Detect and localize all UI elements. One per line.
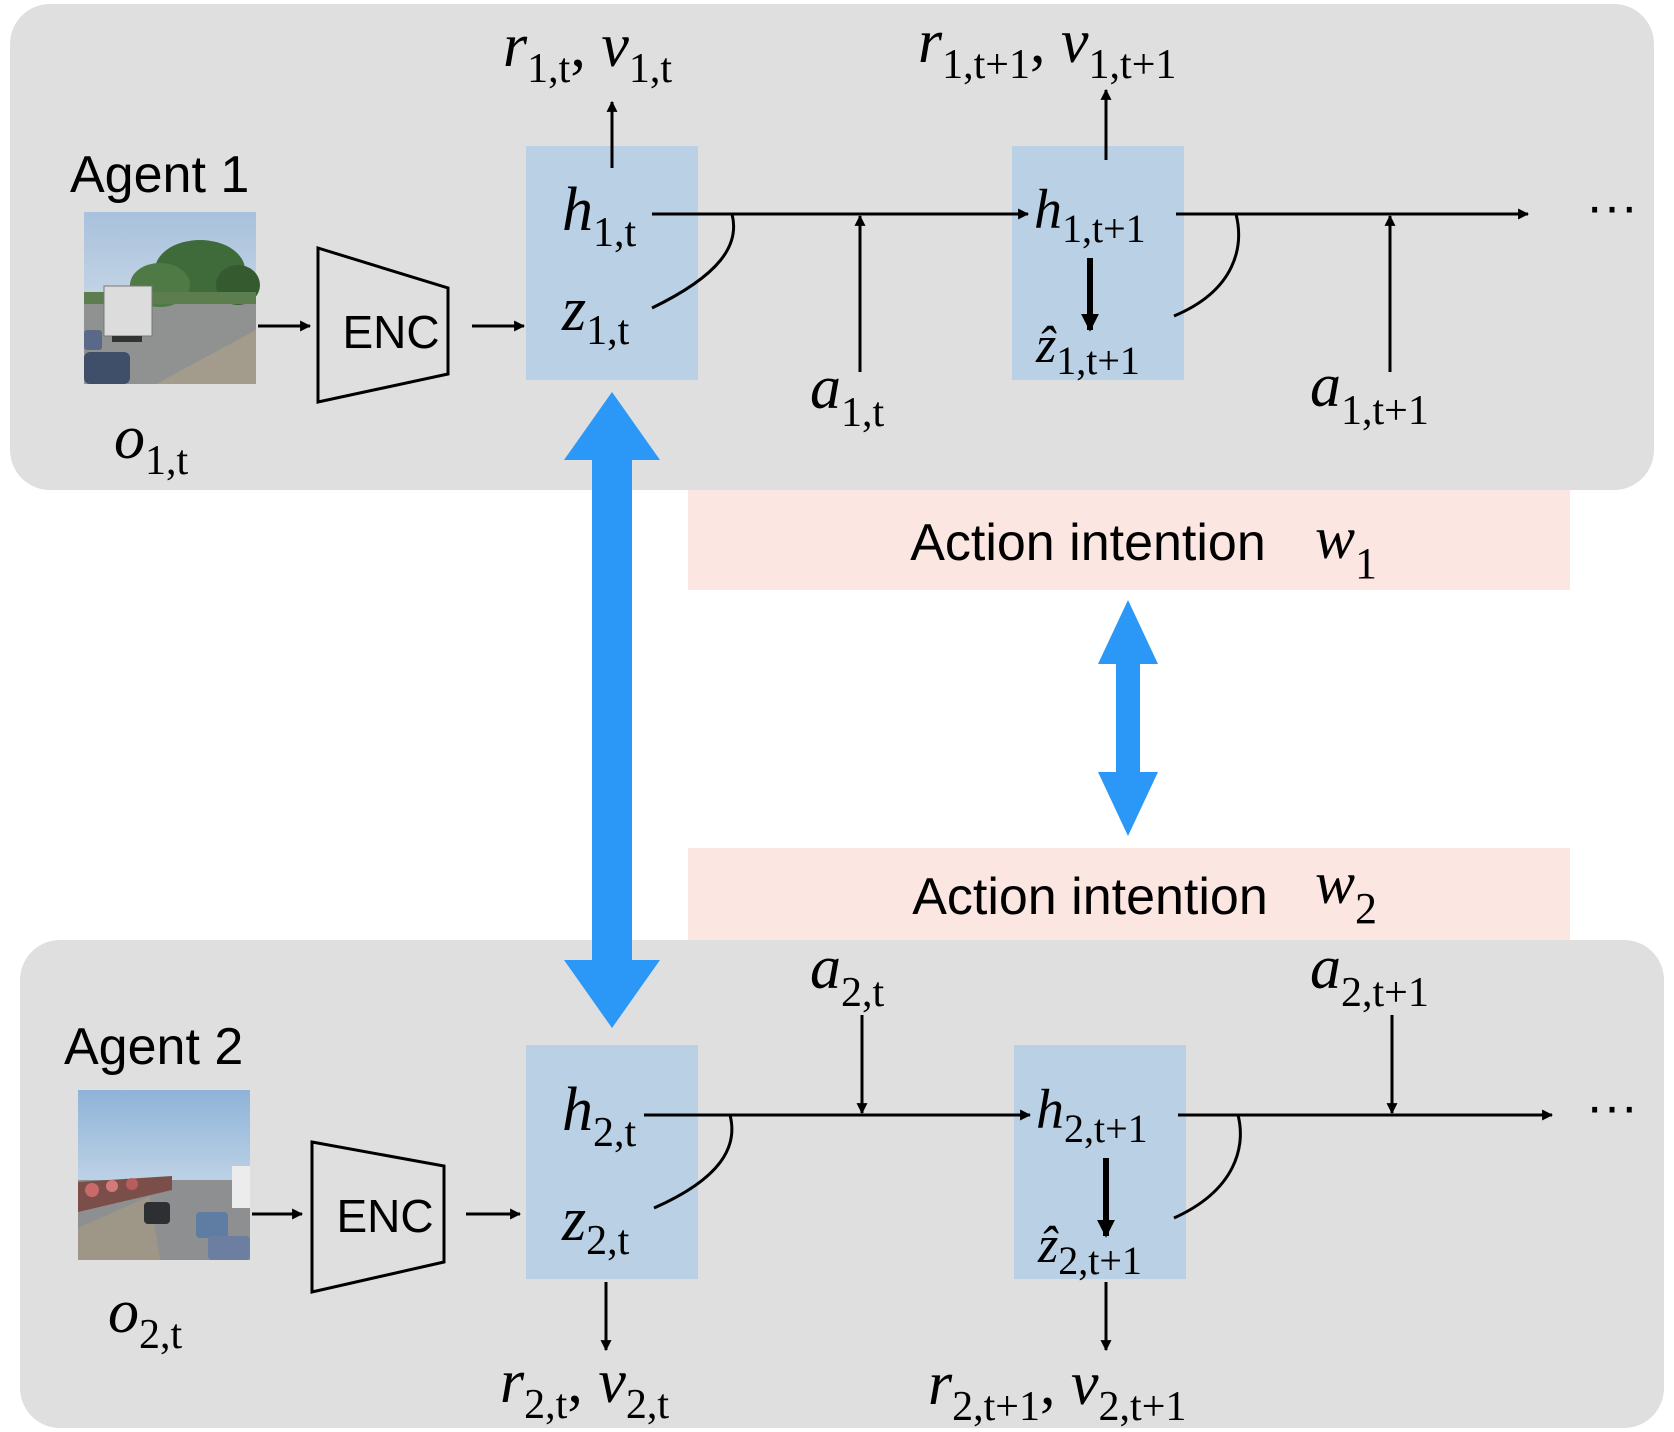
agent2-reward-value-t: r2,t, v2,t bbox=[500, 1348, 669, 1428]
agent2-encoder-label: ENC bbox=[336, 1190, 433, 1242]
intention-communication-arrow bbox=[1098, 600, 1158, 836]
agent2-observation-image bbox=[78, 1090, 250, 1260]
agent1-z-to-h-curve bbox=[651, 213, 736, 310]
agent1-zhat-to-h-curve bbox=[1173, 213, 1241, 318]
agent1-reward-value-t: r1,t, v1,t bbox=[503, 12, 672, 92]
agent1-title: Agent 1 bbox=[70, 146, 249, 204]
agent2-z-to-h-curve bbox=[653, 1114, 734, 1210]
agent2-state-next-box bbox=[1014, 1045, 1186, 1279]
agent1-action-next: a1,t+1 bbox=[1310, 352, 1429, 434]
agent1-encoder bbox=[316, 245, 450, 404]
agent2-zhat-next: ẑ2,t+1 bbox=[1037, 1217, 1142, 1283]
agent1-observation: o1,t bbox=[114, 404, 189, 484]
agent2-h-next: h2,t+1 bbox=[1036, 1079, 1148, 1151]
agent1-state-t-box bbox=[526, 146, 698, 380]
agent2-zhat-to-h-curve bbox=[1173, 1114, 1242, 1220]
agent2-ellipsis: ··· bbox=[1586, 1078, 1638, 1136]
intention2-symbol: w2 bbox=[1315, 850, 1377, 933]
intention1-box bbox=[688, 490, 1570, 590]
agent1-h-next: h1,t+1 bbox=[1034, 179, 1146, 251]
agent1-observation-image bbox=[84, 212, 260, 384]
agent2-action-t: a2,t bbox=[810, 934, 885, 1016]
agent1-h-t: h1,t bbox=[562, 176, 637, 256]
agent1-encoder-label: ENC bbox=[342, 306, 439, 358]
agent1-panel bbox=[10, 4, 1654, 490]
agent1-reward-value-next: r1,t+1, v1,t+1 bbox=[918, 8, 1176, 88]
agent2-h-t: h2,t bbox=[562, 1076, 637, 1156]
agent2-reward-value-next: r2,t+1, v2,t+1 bbox=[928, 1350, 1186, 1430]
agent2-action-next: a2,t+1 bbox=[1310, 934, 1429, 1016]
intention2-box bbox=[688, 848, 1570, 940]
agent2-encoder bbox=[310, 1140, 446, 1294]
agent2-title: Agent 2 bbox=[64, 1018, 243, 1076]
agent1-ellipsis: ··· bbox=[1586, 178, 1638, 236]
agent2-z-t: z2,t bbox=[561, 1186, 630, 1264]
agent2-state-t-box bbox=[526, 1045, 698, 1279]
intention1-label: Action intention bbox=[910, 514, 1266, 572]
agent1-z-t: z1,t bbox=[561, 276, 630, 354]
agent1-action-t: a1,t bbox=[810, 354, 885, 436]
intention1-symbol: w1 bbox=[1315, 505, 1377, 588]
state-communication-arrow bbox=[564, 392, 660, 1028]
agent2-panel bbox=[20, 940, 1664, 1428]
agent1-state-next-box bbox=[1012, 146, 1184, 380]
agent1-zhat-next: ẑ1,t+1 bbox=[1035, 317, 1140, 383]
intention2-label: Action intention bbox=[912, 868, 1268, 926]
agent2-observation: o2,t bbox=[108, 1278, 183, 1358]
